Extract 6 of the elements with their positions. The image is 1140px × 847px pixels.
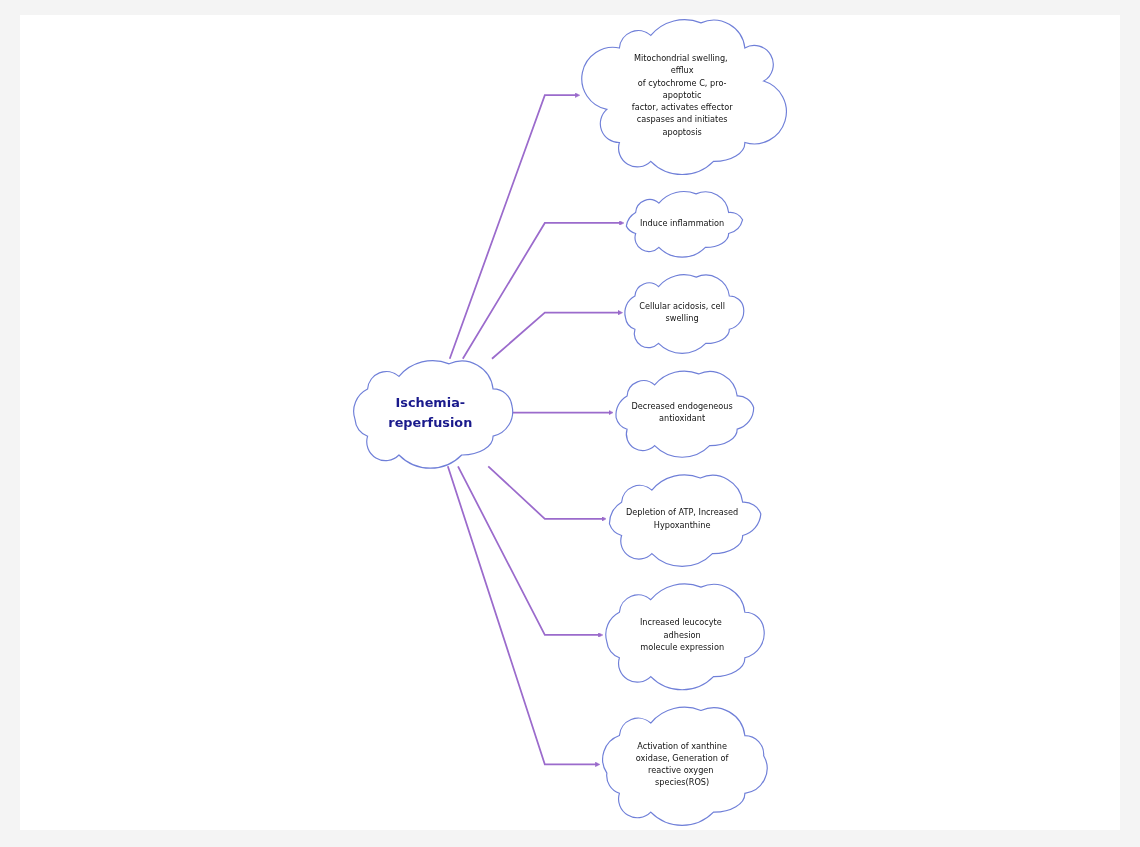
arrow <box>491 310 623 360</box>
arrow <box>446 465 601 767</box>
arrow <box>448 92 581 360</box>
arrow <box>457 465 604 638</box>
arrow <box>461 220 625 360</box>
arrow <box>487 465 607 522</box>
